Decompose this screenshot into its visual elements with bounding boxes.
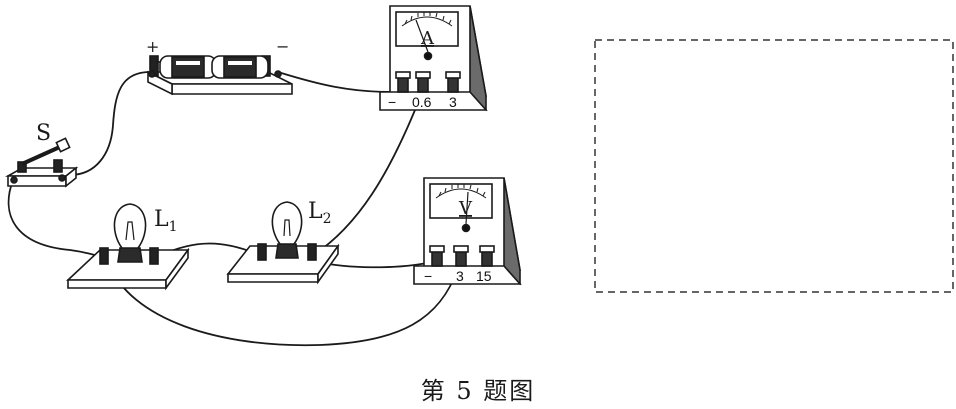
battery-holder	[147, 55, 293, 96]
voltmeter-scale-minus: −	[424, 268, 432, 284]
wire-battery-to-ammeter	[277, 71, 393, 93]
battery-cell	[211, 55, 269, 79]
bulb-glass	[113, 203, 147, 249]
ammeter-scale-3: 3	[449, 94, 457, 110]
ammeter	[379, 5, 488, 112]
battery-minus-label: −	[276, 37, 289, 56]
bulb-l2	[226, 201, 340, 285]
wire-bulb1-to-voltmeter	[107, 261, 459, 347]
switch-label: S	[36, 121, 51, 146]
voltmeter-scale-3: 3	[456, 268, 464, 284]
battery-cell	[156, 55, 217, 79]
bulb-glass	[271, 201, 303, 245]
ammeter-scale-minus: −	[388, 94, 396, 110]
wire-battery-to-switch	[69, 71, 151, 176]
battery-plus-label: +	[146, 37, 159, 56]
switch	[4, 137, 79, 188]
wire-bulb2-to-ammeter	[311, 109, 416, 257]
ammeter-scale-0.6: 0.6	[412, 94, 432, 110]
bulb-l1-label: L1	[154, 207, 178, 235]
voltmeter	[413, 177, 522, 286]
wires	[7, 71, 459, 347]
voltmeter-symbol: V	[458, 198, 473, 219]
answer-box	[594, 39, 954, 293]
bulb-l1	[65, 203, 190, 291]
ammeter-symbol: A	[420, 28, 435, 49]
wire-switch-to-bulb1	[7, 179, 106, 259]
voltmeter-scale-15: 15	[476, 268, 492, 284]
bulb-l2-label: L2	[308, 199, 332, 227]
figure-caption: 第 5 题图	[421, 377, 536, 405]
